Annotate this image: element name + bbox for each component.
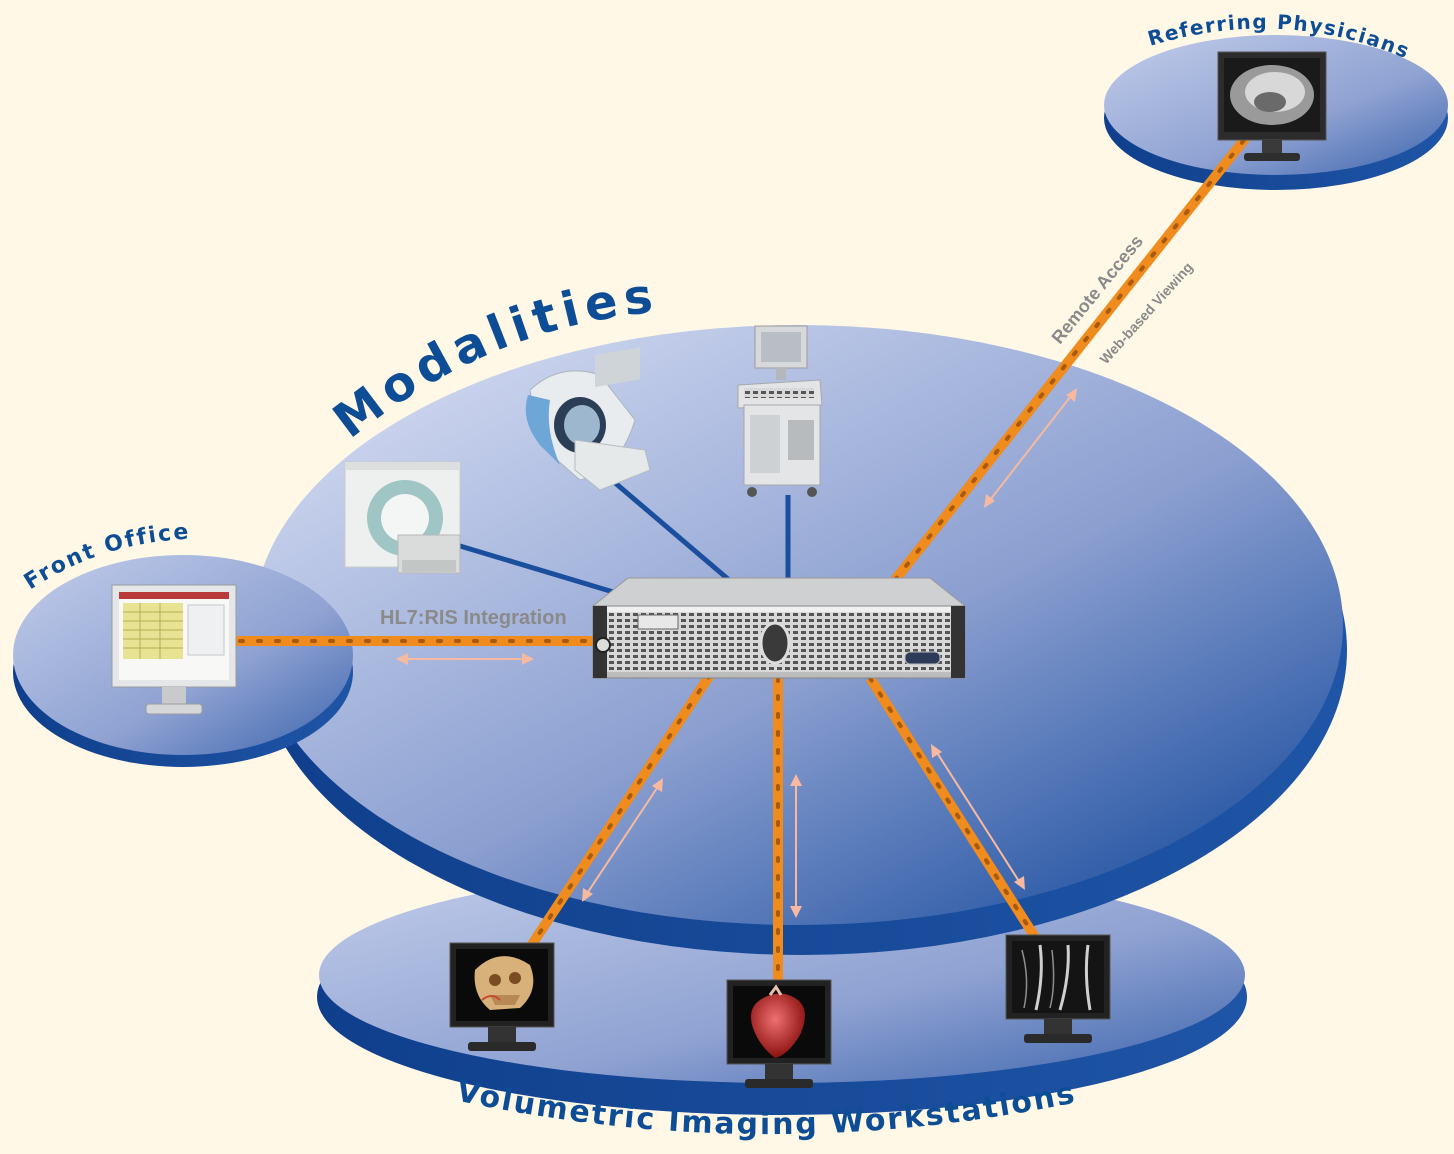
- workstation-right-connection: [865, 675, 1045, 948]
- workstation-center-arrow: [790, 774, 802, 918]
- front-office-monitor: [111, 584, 237, 715]
- ct-scanner: [344, 461, 461, 574]
- referring-arrow: [984, 388, 1077, 508]
- referring-monitor: [1217, 51, 1327, 161]
- mri-scanner: [525, 347, 651, 491]
- workstation-right-arrow: [931, 744, 1025, 890]
- workstation-heart-monitor: [726, 979, 832, 1088]
- referring-connection: [891, 131, 1252, 584]
- ultrasound-cart: [737, 325, 823, 497]
- ct-connection: [439, 537, 641, 603]
- data-flow-arrows: [396, 388, 1077, 918]
- mri-connection: [598, 468, 737, 587]
- pacs-server: [591, 577, 967, 679]
- orange-connections: [232, 131, 1252, 987]
- modality-connections: [439, 468, 791, 603]
- workstation-skull-monitor: [449, 942, 555, 1051]
- workstation-left-connection: [520, 672, 715, 958]
- workstation-left-arrow: [582, 778, 663, 902]
- workstation-angio-monitor: [1005, 934, 1111, 1043]
- hl7-ris-label: HL7:RIS Integration: [380, 607, 567, 629]
- front-office-arrow: [396, 653, 534, 665]
